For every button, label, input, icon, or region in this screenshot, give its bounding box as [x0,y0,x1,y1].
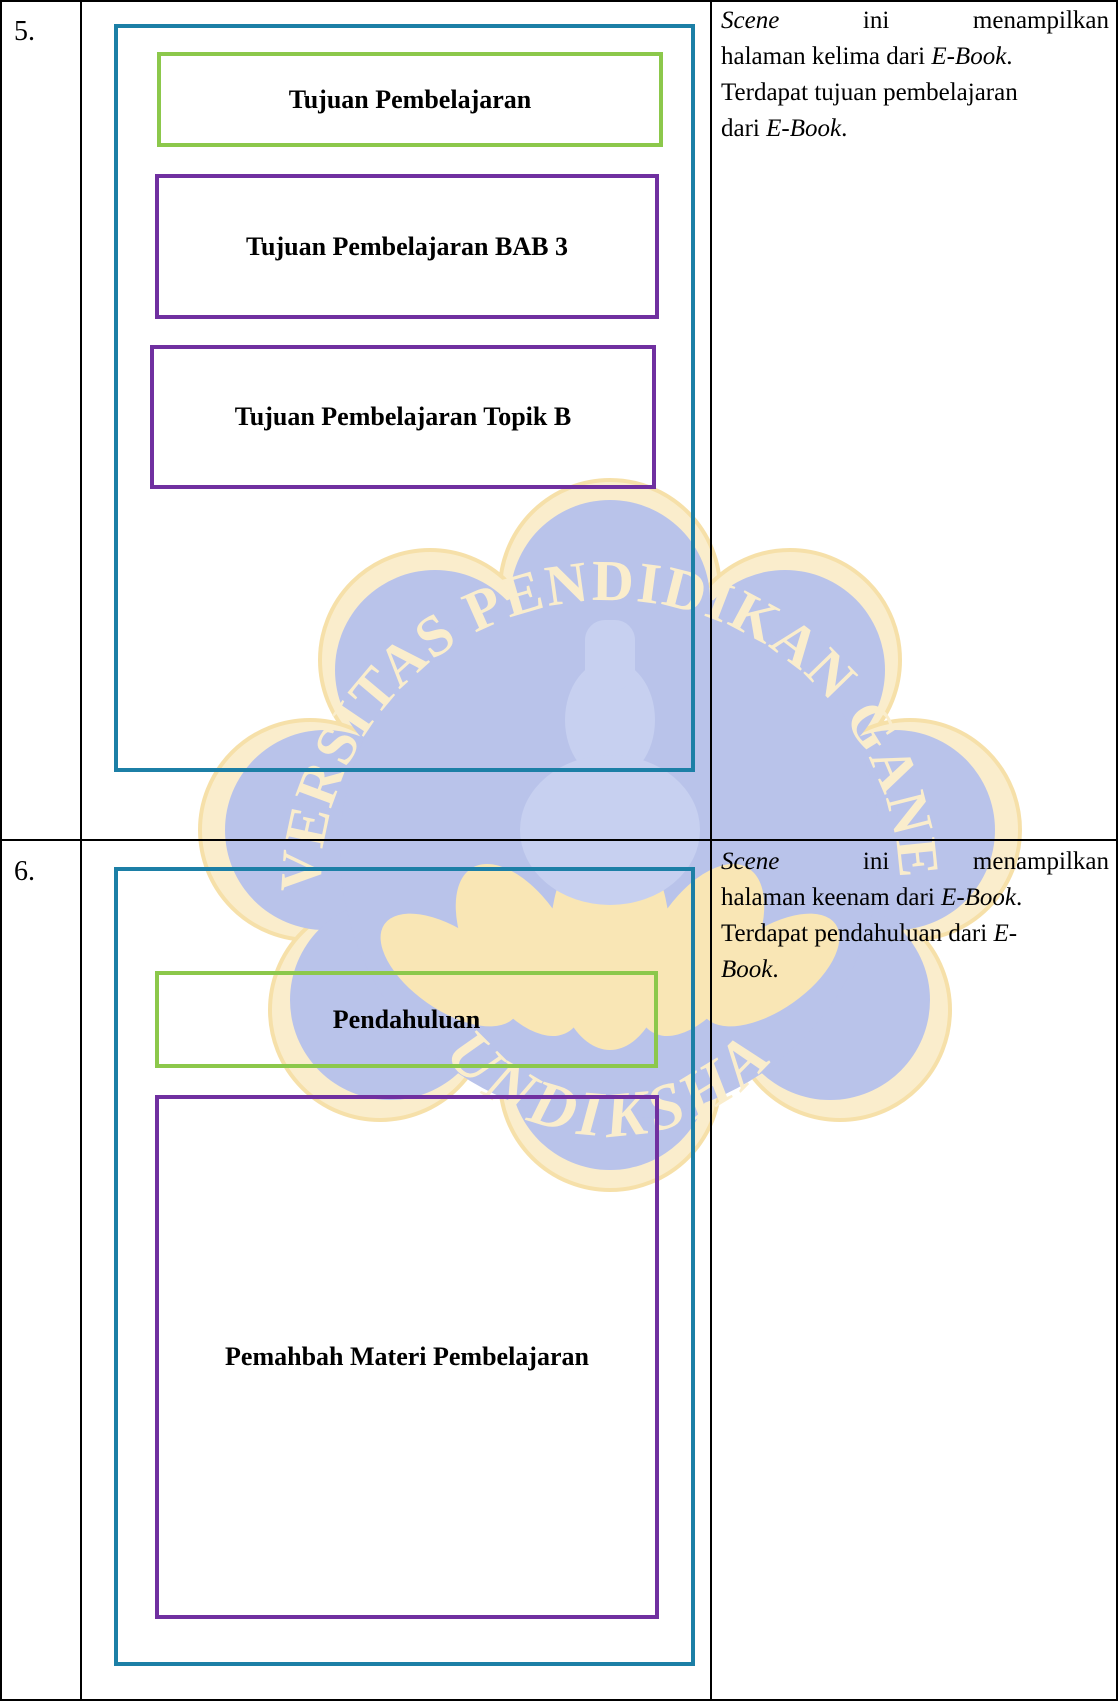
description-text: dari [721,115,767,142]
description-line: Terdapat pendahuluan dari E- [721,916,1109,952]
description-text: . [1016,884,1023,911]
description-line: halaman kelima dari E-Book. [721,39,1109,75]
table-column-divider-1 [80,0,82,1701]
description-text: . [1006,43,1013,70]
table-border-bottom [0,1699,1118,1701]
description-line: halaman keenam dari E-Book. [721,880,1109,916]
description-text: Terdapat pendahuluan dari [721,920,994,947]
content-box: Pemahbah Materi Pembelajaran [155,1095,659,1619]
description-word: ini [862,848,890,875]
description-em: E-Book [931,43,1007,70]
description-text: halaman keenam dari [721,884,942,911]
scene-description: Scene ini menampilkan halaman keenam dar… [721,844,1109,988]
description-word: ini [862,7,890,34]
row-number: 6. [14,856,35,887]
storyboard-frame [114,24,695,772]
description-line: Scene ini menampilkan [721,3,1109,39]
table-column-divider-2 [710,0,712,1701]
title-box-label: Tujuan Pembelajaran [288,84,532,114]
description-word: Scene [721,848,780,875]
title-box: Tujuan Pembelajaran [157,52,663,147]
table-border-right [1116,0,1118,1701]
description-em: E-Book [766,115,842,142]
description-em: E-Book [941,884,1017,911]
description-text: halaman kelima dari [721,43,932,70]
table-border-top [0,0,1118,2]
description-line: Terdapat tujuan pembelajaran [721,79,1018,106]
description-text: . [841,115,848,142]
content-box: Tujuan Pembelajaran Topik B [150,345,656,489]
description-line: dari E-Book. [721,111,1109,147]
description-word: menampilkan [972,7,1109,34]
content-box: Tujuan Pembelajaran BAB 3 [155,174,659,319]
description-text: . [772,956,779,983]
description-word: menampilkan [972,848,1109,875]
description-line: Book. [721,952,1109,988]
content-box-label: Tujuan Pembelajaran Topik B [234,402,572,431]
title-box-label: Pendahuluan [332,1004,481,1034]
content-box-label: Tujuan Pembelajaran BAB 3 [246,231,568,261]
title-box: Pendahuluan [155,971,658,1068]
table-row-divider [0,839,1118,841]
content-box-label: Pemahbah Materi Pembelajaran [225,1342,589,1371]
row-number: 5. [14,16,35,47]
description-line: Scene ini menampilkan [721,844,1109,880]
description-em: Book [721,956,773,983]
description-word: Scene [721,7,780,34]
table-border-left [0,0,2,1701]
scene-description: Scene ini menampilkan halaman kelima dar… [721,3,1109,147]
storyboard-frame [114,867,695,1666]
description-em: E- [993,920,1018,947]
